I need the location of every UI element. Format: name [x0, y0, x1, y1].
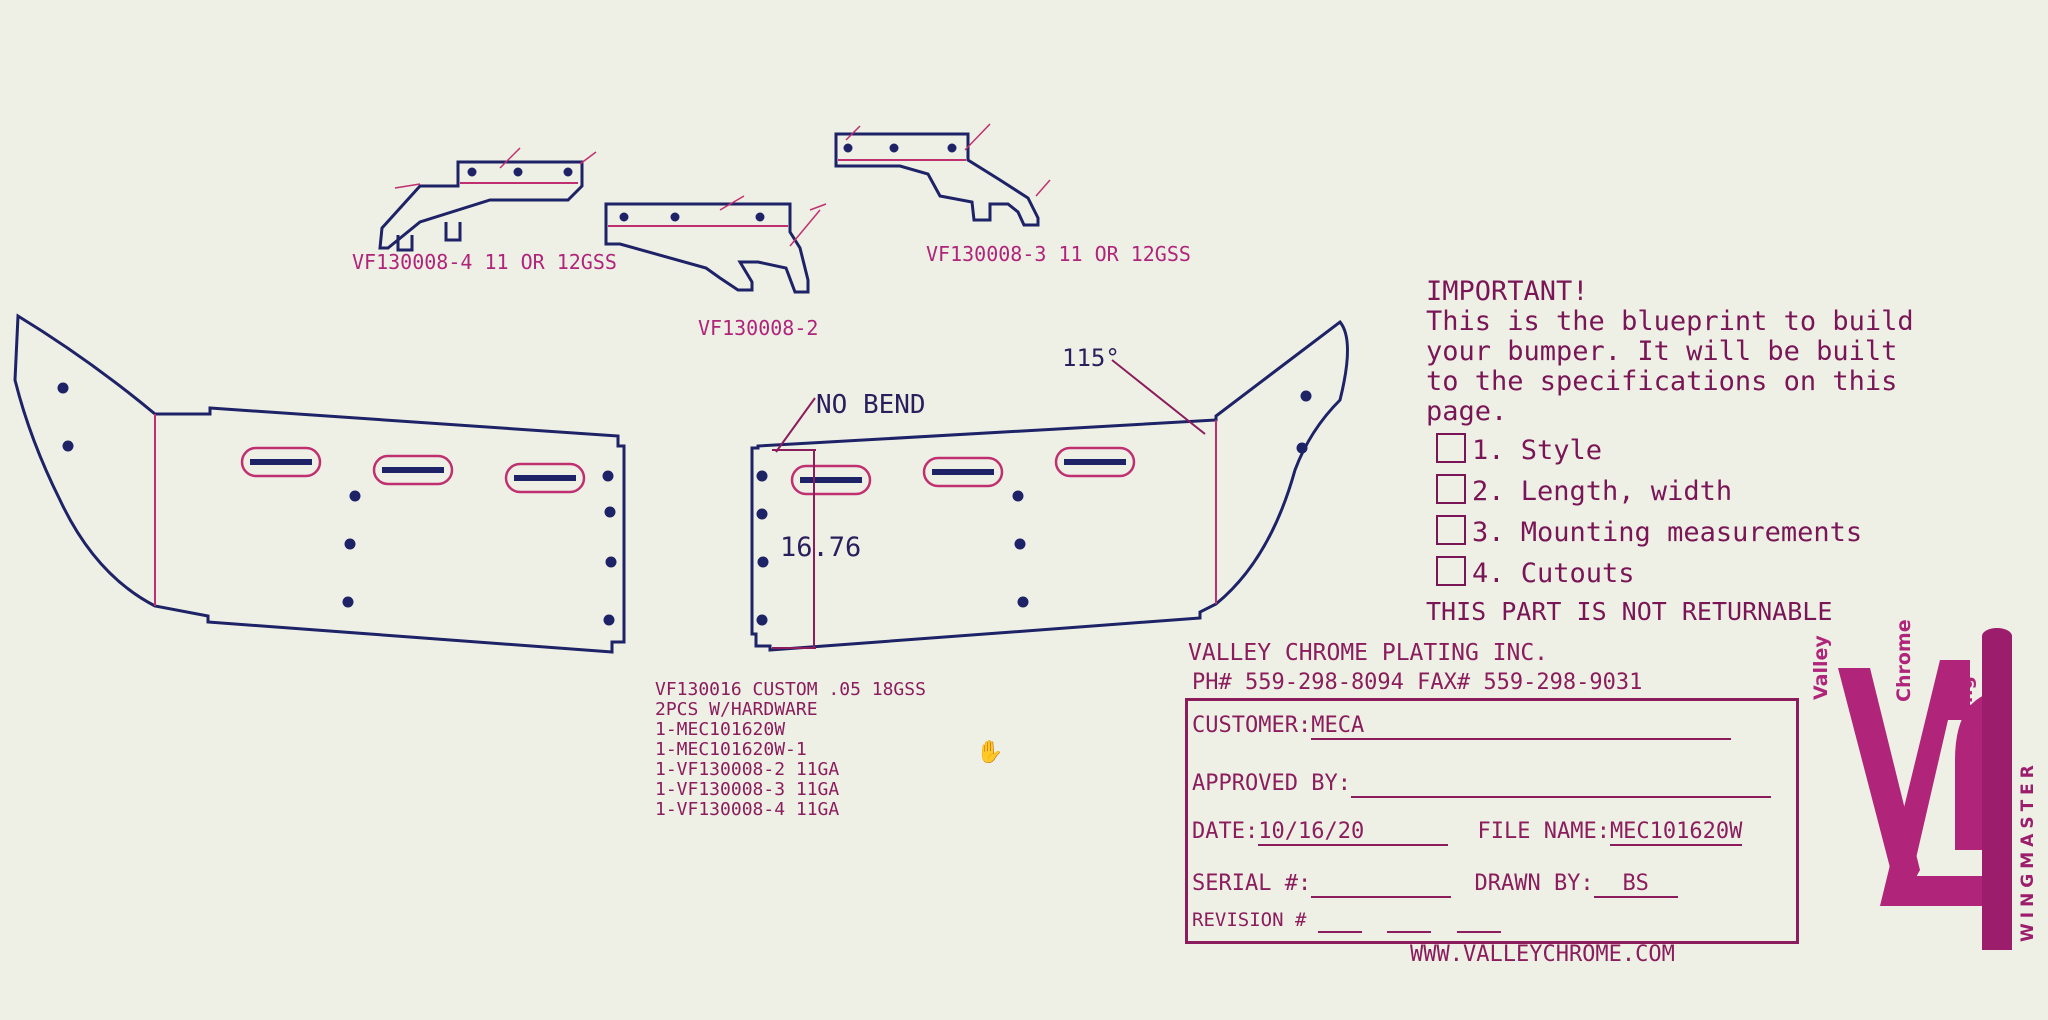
drawn-by-value: BS: [1593, 871, 1678, 898]
company-phone: PH# 559-298-8094 FAX# 559-298-9031: [1192, 670, 1643, 695]
part-vf130008-3: [834, 132, 1040, 227]
file-name-value: MEC101620W: [1609, 819, 1743, 846]
approved-row: APPROVED BY:: [1192, 771, 1771, 798]
right-panel-slots: [790, 446, 1136, 496]
serial-value: [1311, 871, 1452, 898]
checklist-item: 2. Length, width: [1436, 474, 1926, 507]
dimension-label: 16.76: [780, 532, 862, 563]
date-value: 10/16/20: [1258, 819, 1449, 846]
customer-row: CUSTOMER:MECA: [1192, 713, 1732, 740]
no-bend-label: NO BEND: [816, 390, 926, 420]
small-part-leaders: [499, 123, 1051, 247]
logo-wingmaster: WINGMASTER: [2018, 760, 2038, 942]
title-block: CUSTOMER:MECA APPROVED BY: DATE:10/16/20…: [1185, 698, 1799, 944]
checkbox[interactable]: [1436, 556, 1466, 586]
left-panel-slots: [240, 446, 586, 494]
part-label-vf130008-4: VF130008-4 11 OR 12GSS: [352, 250, 617, 274]
important-text-line: page.: [1426, 396, 1508, 427]
part-label-vf130008-3: VF130008-3 11 OR 12GSS: [926, 242, 1191, 266]
dimension-lines: [772, 359, 1206, 649]
bom-line: 1-VF130008-3 11GA: [655, 779, 840, 800]
important-text-line: your bumper. It will be built: [1426, 336, 1898, 367]
approved-value: [1350, 771, 1771, 798]
checklist-item: 1. Style: [1436, 433, 1926, 466]
logo-word-valley: Valley: [1810, 635, 1832, 700]
bom-line: 1-VF130008-2 11GA: [655, 759, 840, 780]
checklist-item: 4. Cutouts: [1436, 556, 1926, 589]
checklist-item: 3. Mounting measurements: [1436, 515, 1926, 548]
logo-word-chrome: Chrome: [1893, 619, 1915, 702]
bom-line: 2PCS W/HARDWARE: [655, 699, 818, 720]
checkbox[interactable]: [1436, 433, 1466, 463]
serial-row: SERIAL #: DRAWN BY:BS: [1192, 871, 1678, 898]
hand-cursor-icon: ✋: [976, 740, 1004, 765]
bom-line: VF130016 CUSTOM .05 18GSS: [655, 679, 926, 700]
checkbox[interactable]: [1436, 515, 1466, 545]
revision-row: REVISION #: [1192, 909, 1501, 933]
bill-of-materials: VF130016 CUSTOM .05 18GSS 2PCS W/HARDWAR…: [655, 680, 926, 820]
angle-label: 115°: [1062, 344, 1120, 372]
company-name: VALLEY CHROME PLATING INC.: [1188, 640, 1549, 666]
bom-line: 1-MEC101620W-1: [655, 739, 807, 760]
part-vf130008-2: [604, 202, 827, 294]
checkbox[interactable]: [1436, 474, 1466, 504]
left-bumper-panel: [13, 313, 626, 654]
logo-word-plating: Plating: [1955, 676, 1977, 752]
date-row: DATE:10/16/20 FILE NAME:MEC101620W: [1192, 819, 1743, 846]
not-returnable-note: THIS PART IS NOT RETURNABLE: [1426, 597, 1833, 626]
company-website[interactable]: WWW.VALLEYCHROME.COM: [1410, 942, 1675, 967]
bom-line: 1-MEC101620W: [655, 719, 786, 740]
important-notes: IMPORTANT! This is the blueprint to buil…: [1426, 277, 1926, 627]
important-text-line: to the specifications on this: [1426, 366, 1898, 397]
important-text-line: This is the blueprint to build: [1426, 306, 1914, 337]
company-logo: [1838, 628, 2012, 950]
important-heading: IMPORTANT!: [1426, 276, 1589, 307]
right-bumper-panel: [750, 319, 1349, 652]
part-label-vf130008-2: VF130008-2: [698, 316, 819, 340]
part-vf130008-4: [378, 160, 584, 252]
bom-line: 1-VF130008-4 11GA: [655, 799, 840, 820]
customer-value: MECA: [1311, 713, 1732, 740]
